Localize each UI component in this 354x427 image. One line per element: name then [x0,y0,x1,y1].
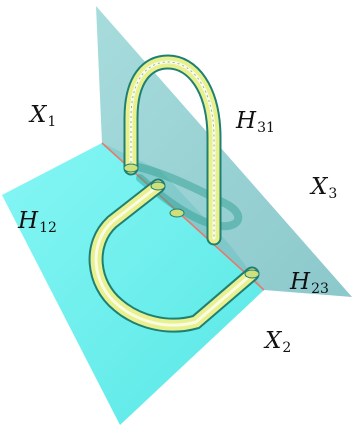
tube-end-cap [244,269,260,279]
label-h12: H12 [18,208,57,236]
tube-end-cap [150,181,166,191]
horizontal-u-tube [88,178,260,333]
label-x1: X1 [30,102,57,130]
vertical-loop-tube [123,54,222,246]
plane-h31 [96,6,352,297]
tube-end-cap [169,208,185,218]
label-x2: X2 [265,328,292,356]
label-x3: X3 [311,174,338,202]
label-h31: H31 [236,108,275,136]
label-h23: H23 [290,269,329,297]
tube-end-cap [123,163,139,173]
plane-h12 [2,143,264,425]
submerged-loop-shadow [124,161,243,231]
